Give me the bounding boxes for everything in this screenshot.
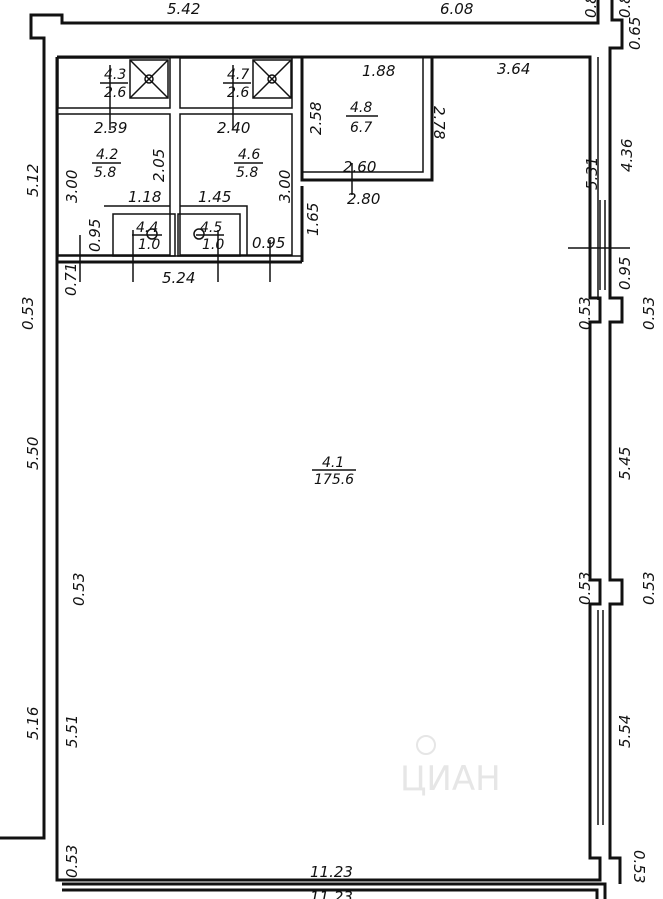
svg-text:5.51: 5.51 <box>63 715 81 748</box>
svg-text:5.8: 5.8 <box>94 165 116 181</box>
svg-text:11.23: 11.23 <box>310 863 353 881</box>
svg-text:0.95: 0.95 <box>616 257 634 290</box>
svg-text:5.31: 5.31 <box>583 157 601 190</box>
room-4-4: 4.41.0 <box>132 220 162 253</box>
svg-text:0.53: 0.53 <box>19 297 37 330</box>
svg-text:4.2: 4.2 <box>96 147 118 163</box>
svg-text:0.53: 0.53 <box>70 573 88 606</box>
svg-text:5.16: 5.16 <box>24 707 42 740</box>
svg-text:2.05: 2.05 <box>150 149 168 182</box>
svg-text:1.88: 1.88 <box>362 62 395 80</box>
svg-text:4.3: 4.3 <box>104 67 126 83</box>
svg-text:0.95: 0.95 <box>252 234 285 252</box>
svg-text:0.53: 0.53 <box>63 845 81 878</box>
dimension-labels: 5.42 6.08 0.8 0.8 0.65 2.39 2.40 2.58 1.… <box>19 0 658 899</box>
room-labels: 4.32.6 4.72.6 4.25.8 4.65.8 4.86.7 4.41.… <box>92 67 378 488</box>
svg-text:5.24: 5.24 <box>162 269 195 287</box>
svg-text:4.36: 4.36 <box>618 139 636 172</box>
svg-text:0.53: 0.53 <box>640 572 658 605</box>
svg-text:0.53: 0.53 <box>630 850 648 883</box>
svg-text:2.39: 2.39 <box>94 119 127 137</box>
svg-text:6.08: 6.08 <box>440 0 473 18</box>
svg-text:4.4: 4.4 <box>136 220 158 236</box>
svg-text:0.8: 0.8 <box>582 0 600 18</box>
svg-text:ЦИАН: ЦИАН <box>400 759 501 799</box>
svg-text:0.53: 0.53 <box>576 572 594 605</box>
svg-text:175.6: 175.6 <box>314 472 354 488</box>
svg-text:5.12: 5.12 <box>24 164 42 197</box>
svg-text:0.95: 0.95 <box>86 219 104 252</box>
room-4-3: 4.32.6 <box>100 67 128 101</box>
svg-text:1.45: 1.45 <box>198 188 231 206</box>
svg-text:0.53: 0.53 <box>640 297 658 330</box>
svg-text:5.54: 5.54 <box>616 715 634 748</box>
svg-text:2.40: 2.40 <box>217 119 250 137</box>
svg-text:2.6: 2.6 <box>104 85 126 101</box>
svg-text:0.71: 0.71 <box>62 263 80 296</box>
svg-text:2.60: 2.60 <box>343 158 376 176</box>
svg-text:1.0: 1.0 <box>202 237 224 253</box>
watermark-logo: ЦИАН <box>400 735 501 799</box>
svg-text:1.65: 1.65 <box>304 203 322 236</box>
svg-text:5.8: 5.8 <box>236 165 258 181</box>
room-4-8: 4.86.7 <box>346 100 378 136</box>
svg-text:5.42: 5.42 <box>167 0 200 18</box>
room-4-6: 4.65.8 <box>234 147 263 181</box>
svg-text:2.6: 2.6 <box>227 85 249 101</box>
svg-text:6.7: 6.7 <box>350 120 372 136</box>
svg-text:1.18: 1.18 <box>128 188 161 206</box>
interior-walls <box>57 57 630 282</box>
svg-text:2.58: 2.58 <box>307 102 325 135</box>
svg-text:11.23: 11.23 <box>310 888 353 899</box>
svg-text:4.7: 4.7 <box>227 67 249 83</box>
room-4-7: 4.72.6 <box>223 67 251 101</box>
walls <box>0 0 624 899</box>
svg-text:1.0: 1.0 <box>138 237 160 253</box>
svg-text:4.6: 4.6 <box>238 147 260 163</box>
room-4-2: 4.25.8 <box>92 147 121 181</box>
svg-text:2.80: 2.80 <box>347 190 380 208</box>
svg-text:4.8: 4.8 <box>350 100 372 116</box>
room-4-5: 4.51.0 <box>196 220 224 253</box>
svg-text:0.65: 0.65 <box>626 17 644 50</box>
svg-text:4.5: 4.5 <box>200 220 222 236</box>
svg-text:0.8: 0.8 <box>616 0 634 18</box>
svg-text:0.53: 0.53 <box>576 297 594 330</box>
svg-text:3.00: 3.00 <box>276 170 294 203</box>
svg-text:5.50: 5.50 <box>24 437 42 470</box>
svg-text:3.64: 3.64 <box>497 60 530 78</box>
svg-text:5.45: 5.45 <box>616 447 634 480</box>
svg-text:3.00: 3.00 <box>63 170 81 203</box>
svg-text:4.1: 4.1 <box>322 455 344 471</box>
svg-text:2.78: 2.78 <box>430 106 448 139</box>
